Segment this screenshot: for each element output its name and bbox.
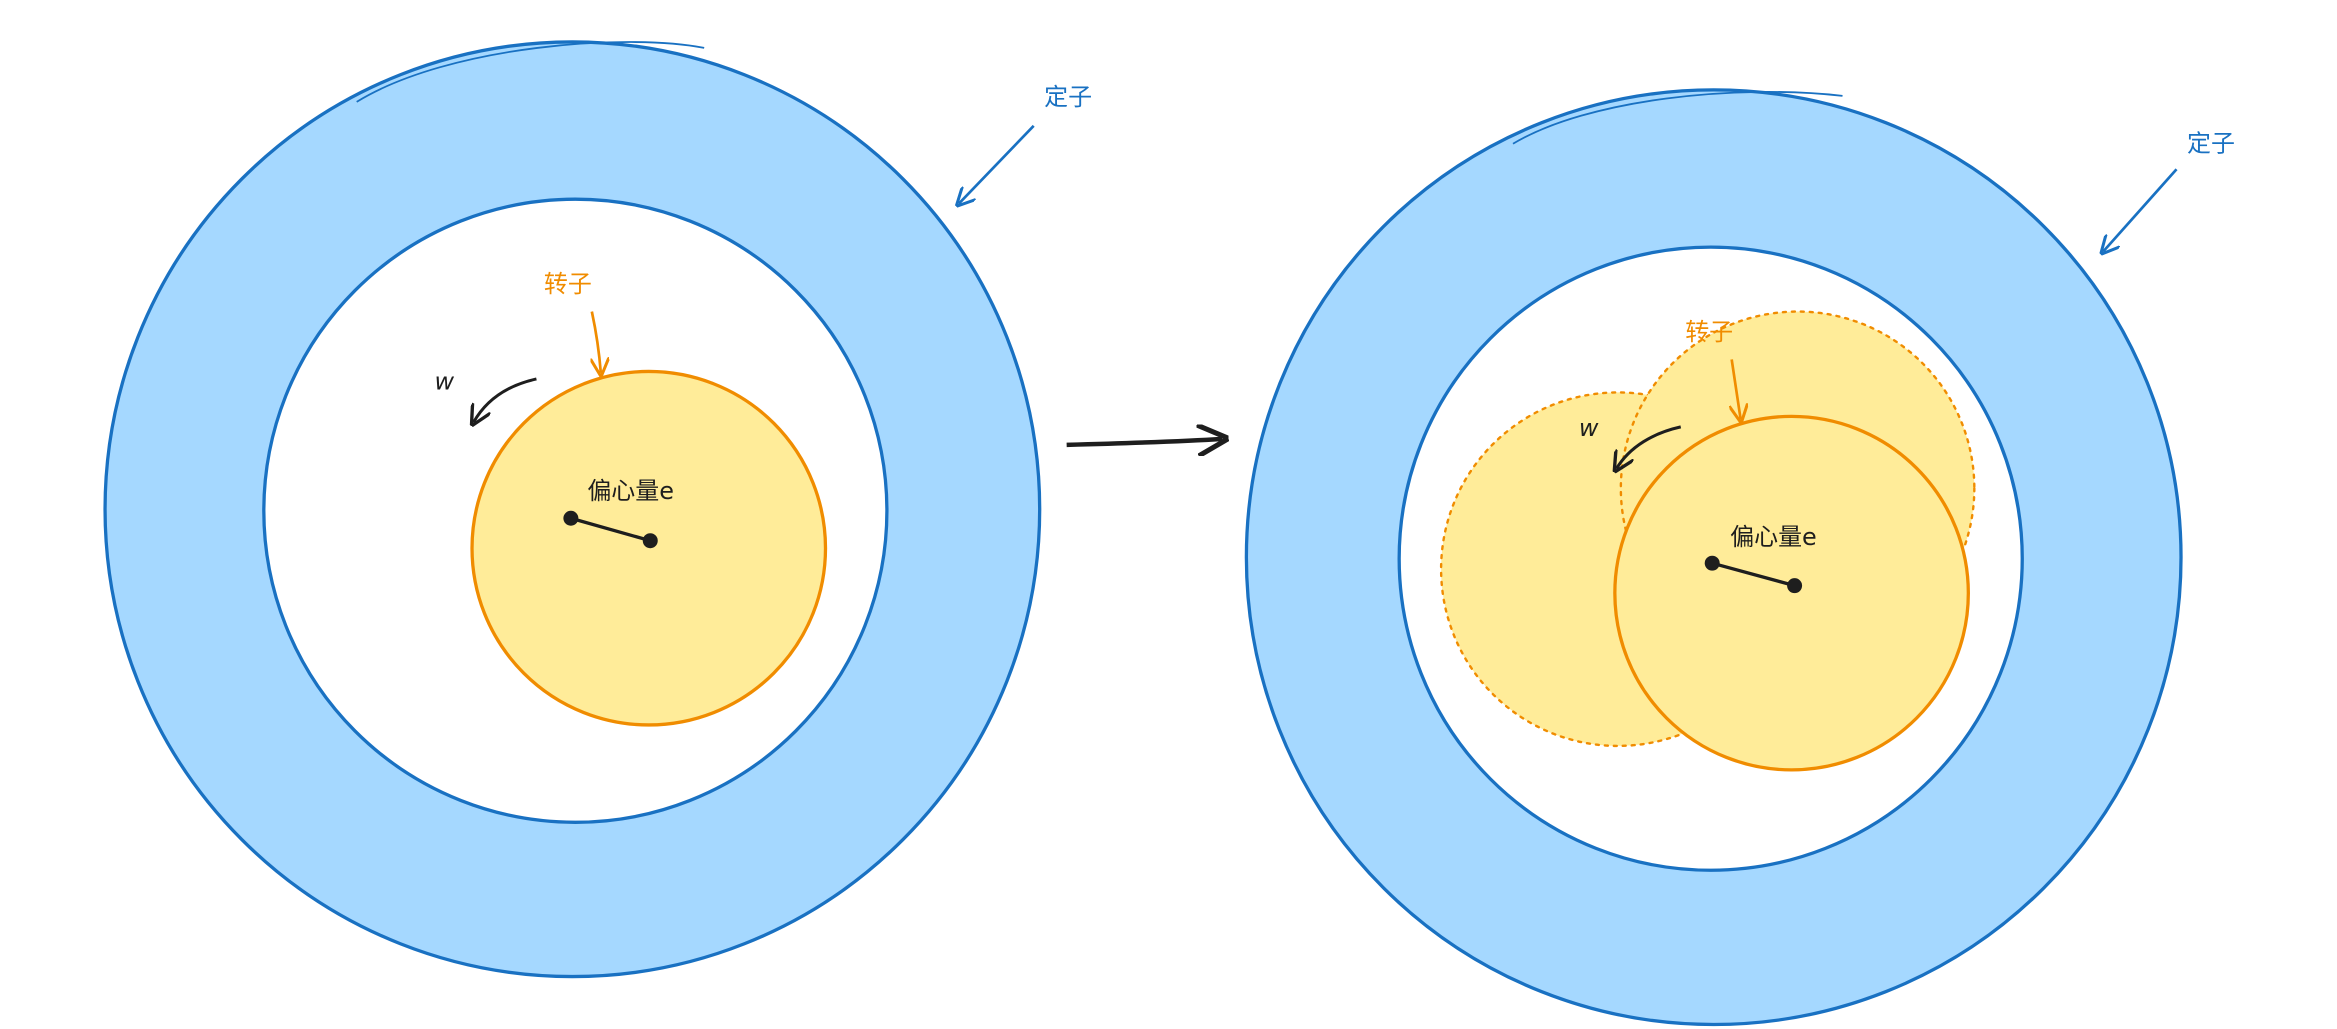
right-stator-label: 定子 xyxy=(2187,129,2235,157)
left-rotor-center-dot xyxy=(642,533,658,549)
left-rotor-arrow xyxy=(592,311,601,373)
transition-arrow xyxy=(1066,439,1223,445)
left-stator-outer-edge xyxy=(103,40,1042,979)
right-scene: 偏心量e 转子 w 定子 xyxy=(1244,88,2235,1027)
left-stator-inner-edge xyxy=(262,197,889,824)
left-stator-center-dot xyxy=(563,510,579,526)
right-omega-label: w xyxy=(1579,414,1599,442)
left-eccentricity-line xyxy=(570,516,651,543)
right-rotor-center-dot xyxy=(1787,578,1803,594)
left-eccentricity-label: 偏心量e xyxy=(587,477,674,505)
left-stator-arrow xyxy=(959,124,1035,204)
right-rotation-arrow xyxy=(1616,425,1682,469)
left-scene: 偏心量e 转子 w 定子 xyxy=(103,40,1092,979)
left-rotor-label: 转子 xyxy=(544,270,592,298)
left-rotation-arrow xyxy=(474,377,537,422)
right-stator-outer-edge xyxy=(1244,88,2183,1027)
right-rotor xyxy=(1613,414,1970,772)
left-stator-sketch-stroke xyxy=(356,41,705,103)
left-rotor xyxy=(470,369,828,727)
right-stator-sketch-stroke xyxy=(1512,91,1843,145)
right-stator-arrow xyxy=(2103,168,2178,251)
right-stator-inner-edge xyxy=(1397,245,2024,872)
left-stator-label: 定子 xyxy=(1044,83,1092,111)
right-stator-center-dot xyxy=(1704,555,1720,571)
right-eccentricity-label: 偏心量e xyxy=(1730,523,1817,551)
left-omega-label: w xyxy=(435,367,455,395)
right-rotor-arrow xyxy=(1732,359,1741,419)
left-stator-ring xyxy=(105,41,1040,977)
right-stator-ring xyxy=(1246,89,2182,1025)
right-eccentricity-line xyxy=(1711,561,1796,588)
right-rotor-label: 转子 xyxy=(1685,318,1733,346)
